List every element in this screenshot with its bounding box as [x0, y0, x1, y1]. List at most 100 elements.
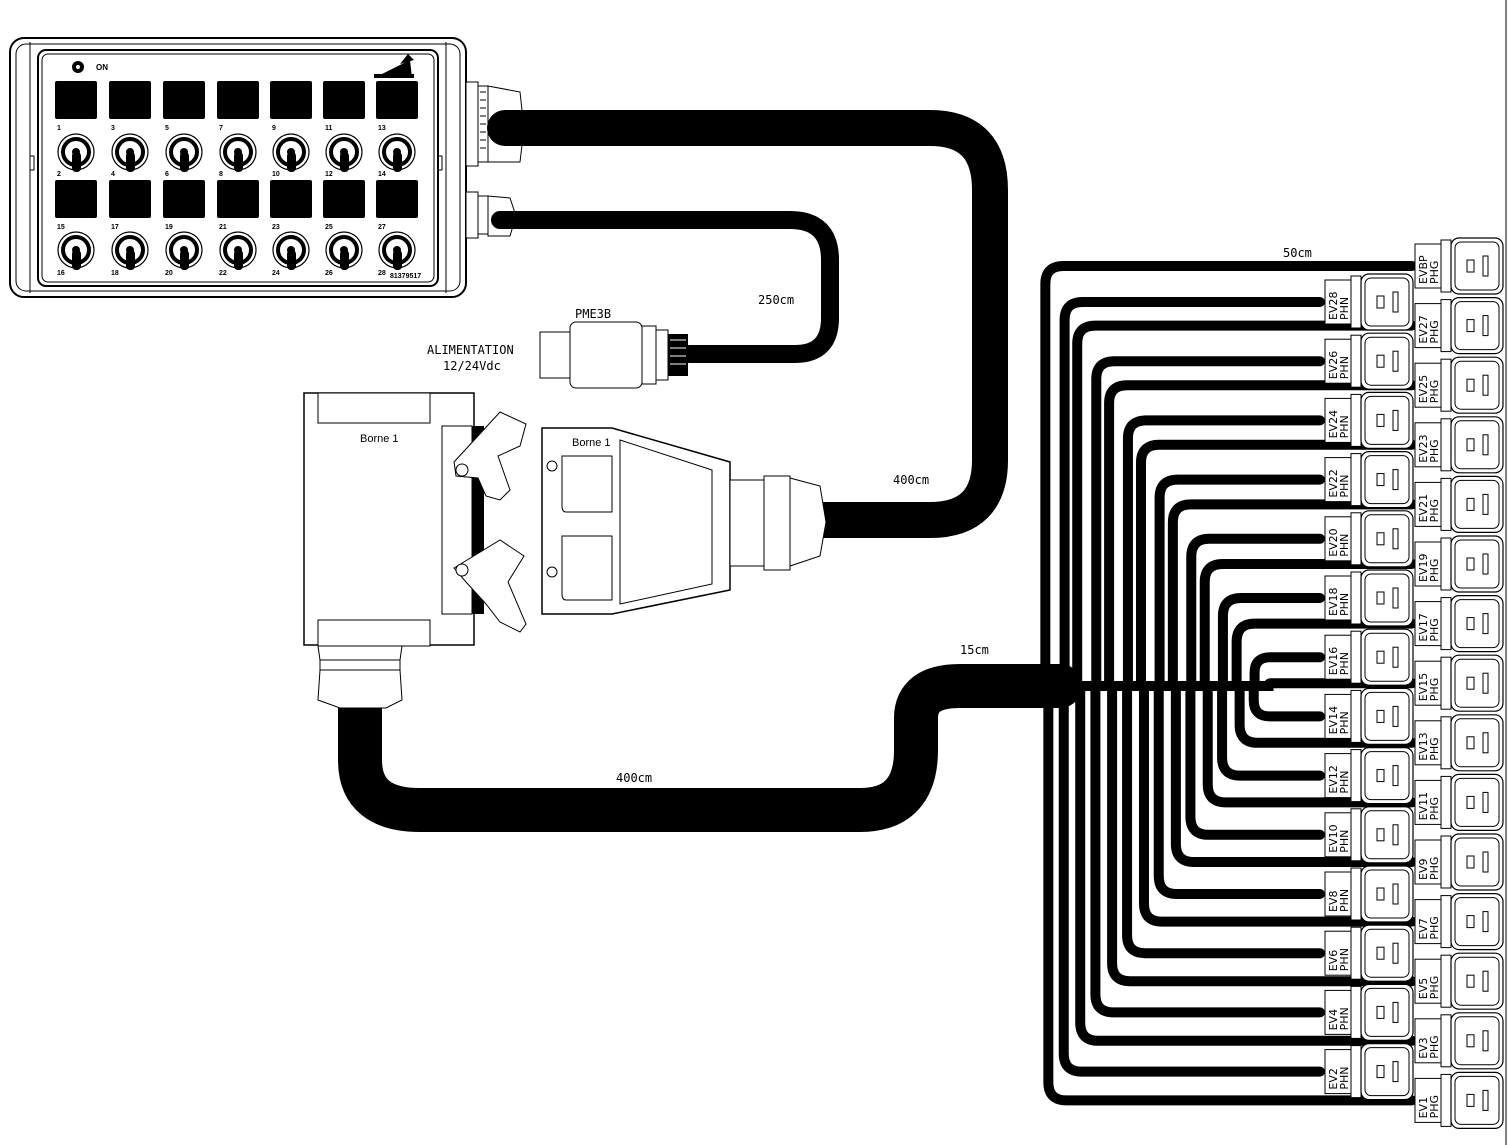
switch-number-label: 14 — [378, 171, 386, 178]
valve-name: EV26 — [1327, 351, 1340, 379]
toggle-switch-icon — [165, 231, 203, 270]
harness-branch — [1055, 415, 1325, 691]
harness-branch — [1055, 681, 1325, 781]
harness-branch — [1055, 593, 1325, 691]
valve-connectors: EV28PHNEV26PHNEV24PHNEV22PHNEV20PHNEV18P… — [1324, 237, 1504, 1130]
indicator-lamp — [270, 81, 312, 119]
valve-name: EV25 — [1417, 375, 1430, 403]
indicator-lamp — [217, 81, 259, 119]
valve-name: EV21 — [1417, 494, 1430, 522]
indicator-lamp — [109, 180, 151, 218]
valve-type: PHG — [1428, 559, 1441, 582]
valve-type: PHN — [1338, 356, 1351, 379]
valve-name: EV16 — [1327, 647, 1340, 675]
switch-number-label: 24 — [272, 270, 280, 277]
toggle-switch-icon — [165, 133, 203, 172]
length-upper-cable: 400cm — [893, 473, 929, 487]
harness-branch — [1055, 356, 1325, 691]
power-label-line1: ALIMENTATION — [427, 343, 514, 357]
harness-branch — [1055, 320, 1417, 691]
switch-number-label: 4 — [111, 171, 115, 178]
toggle-switch-icon — [325, 231, 363, 270]
harness-branch — [1055, 439, 1417, 691]
indicator-lamp — [163, 81, 205, 119]
power-led-icon — [72, 61, 84, 73]
indicator-lamp — [270, 180, 312, 218]
switch-number-label: 6 — [165, 171, 169, 178]
connector-left-label: Borne 1 — [360, 433, 399, 445]
toggle-switch-icon — [111, 133, 149, 172]
length-power-cable: 250cm — [758, 293, 794, 307]
switch-number-label: 2 — [57, 171, 61, 178]
valve-type: PHN — [1338, 889, 1351, 912]
indicator-lamp — [323, 81, 365, 119]
valve-type: PHN — [1338, 1007, 1351, 1030]
valve-name: EV17 — [1417, 613, 1430, 641]
switch-number-label: 9 — [272, 125, 276, 132]
harness-branch — [1055, 681, 1417, 867]
switch-number-label: 17 — [111, 224, 119, 231]
harness-branch — [1055, 652, 1325, 691]
harness-branch — [1055, 681, 1417, 927]
connector-housing-right — [541, 427, 827, 615]
cable-lower-400 — [338, 664, 1082, 832]
valve-name: EV13 — [1417, 732, 1430, 760]
indicator-lamp — [217, 180, 259, 218]
cable-power-250 — [491, 211, 839, 363]
indicator-lamp — [376, 180, 418, 218]
brand-logo — [374, 54, 414, 78]
toggle-switch-icon — [57, 231, 95, 270]
valve-type: PHN — [1338, 770, 1351, 793]
valve-name: EV5 — [1417, 978, 1430, 999]
harness-branch — [1055, 681, 1417, 748]
cable-upper-400 — [487, 110, 1008, 538]
harness-branch — [1055, 559, 1417, 691]
toggle-switch-icon — [325, 133, 363, 172]
harness-branch — [1055, 681, 1417, 1046]
valve-name: EV11 — [1417, 792, 1430, 820]
switch-number-label: 5 — [165, 125, 169, 132]
valve-type: PHG — [1428, 737, 1441, 760]
length-lower-cable: 400cm — [616, 771, 652, 785]
harness-branch — [1055, 681, 1417, 987]
harness-branch — [1040, 261, 1417, 691]
valve-name: EV22 — [1327, 469, 1340, 497]
switch-number-label: 26 — [325, 270, 333, 277]
switch-number-label: 8 — [219, 171, 223, 178]
switch-number-label: 11 — [325, 125, 333, 132]
valve-type: PHG — [1428, 261, 1441, 284]
valve-name: EV3 — [1417, 1037, 1430, 1058]
toggle-switch-icon — [111, 231, 149, 270]
valve-name: EV15 — [1417, 673, 1430, 701]
switch-number-label: 19 — [165, 224, 173, 231]
switch-number-label: 10 — [272, 171, 280, 178]
valve-type: PHN — [1338, 652, 1351, 675]
valve-type: PHN — [1338, 534, 1351, 557]
harness-branch — [1055, 533, 1325, 691]
valve-type: PHG — [1428, 1035, 1441, 1058]
valve-type: PHN — [1338, 711, 1351, 734]
harness-branch — [1055, 681, 1325, 1018]
valve-name: EV6 — [1327, 950, 1340, 971]
valve-name: EV28 — [1327, 292, 1340, 320]
indicator-lamp — [55, 81, 97, 119]
switch-number-label: 20 — [165, 270, 173, 277]
valve-name: EV20 — [1327, 528, 1340, 556]
power-connector-label: PME3B — [575, 307, 611, 321]
